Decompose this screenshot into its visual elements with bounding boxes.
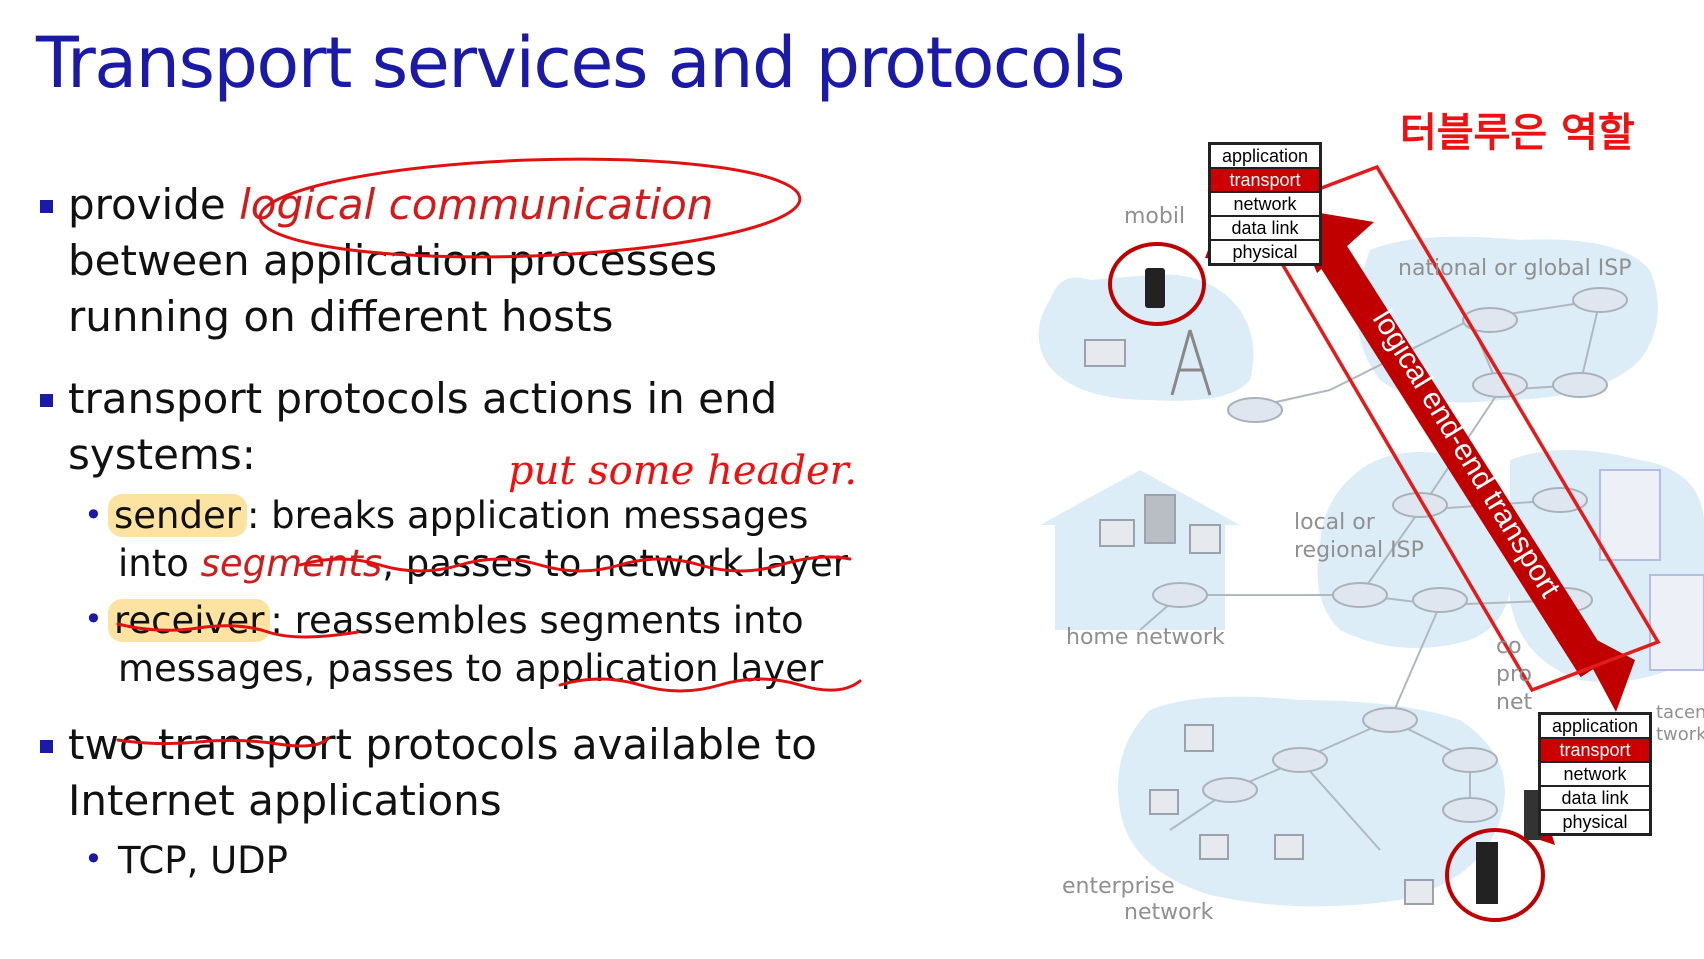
datacenter-icon bbox=[1599, 469, 1704, 671]
cell-tower-icon bbox=[1170, 329, 1212, 396]
stack-layer-application: application bbox=[1541, 715, 1649, 739]
label-enterprise-1: enterprise bbox=[1062, 874, 1175, 899]
receiver-line-2: messages, passes to application layer bbox=[118, 647, 824, 690]
label-local-isp-1: local or bbox=[1294, 510, 1375, 535]
stack-layer-network: network bbox=[1541, 763, 1649, 787]
bullet-2-line-1: transport protocols actions in end bbox=[68, 374, 778, 423]
bullet-2-line-2: systems: bbox=[68, 430, 256, 479]
label-home-network: home network bbox=[1066, 625, 1225, 650]
stack-layer-physical: physical bbox=[1232, 242, 1298, 262]
bullet-3-line-1: two transport protocols available to bbox=[68, 720, 817, 769]
phone-icon bbox=[1145, 268, 1165, 308]
stack-layer-data-link: data link bbox=[1541, 787, 1649, 811]
logical-communication-emphasis: logical communication bbox=[239, 180, 714, 229]
receiver-highlight: receiver bbox=[108, 599, 271, 642]
sender-line-2-pre: into bbox=[118, 542, 201, 585]
bullet-marker bbox=[40, 394, 53, 407]
korean-annotation: 터블루은 역할 bbox=[1400, 110, 1635, 156]
logical-communication-circle bbox=[258, 157, 802, 259]
server-icon bbox=[1476, 842, 1498, 904]
label-enterprise-2: network bbox=[1124, 900, 1214, 925]
label-content-1: co bbox=[1496, 634, 1522, 659]
label-local-isp-2: regional ISP bbox=[1294, 538, 1424, 563]
bullet-marker bbox=[40, 200, 53, 213]
protocol-stack-top: application transport network data link … bbox=[1208, 142, 1322, 266]
protocol-stack-bottom: application transport network data link … bbox=[1538, 712, 1652, 836]
header-note: put some header. bbox=[508, 448, 858, 494]
label-mobile: mobil bbox=[1124, 204, 1186, 229]
arrow-annotation-box bbox=[1250, 164, 1661, 693]
label-datacenter-2: twork bbox=[1656, 724, 1704, 745]
host-icons bbox=[1084, 339, 1434, 905]
stack-layer-application: application bbox=[1211, 145, 1319, 169]
label-content-3: net bbox=[1496, 690, 1533, 715]
bullet-1-text: provide bbox=[68, 180, 240, 229]
phone-highlight-circle bbox=[1108, 242, 1206, 326]
stack-layer-network: network bbox=[1211, 193, 1319, 217]
stack-layer-transport: transport bbox=[1211, 169, 1319, 193]
sub-bullet-dot: • bbox=[84, 496, 103, 534]
bullet-1-line-3: running on different hosts bbox=[68, 292, 614, 341]
sender-line-2: into segments, passes to network layer bbox=[118, 545, 848, 582]
receiver-text: : reassembles segments into bbox=[270, 599, 804, 642]
sub-bullet-dot: • bbox=[84, 840, 103, 878]
page-title: Transport services and protocols bbox=[36, 22, 1126, 104]
label-national-isp: national or global ISP bbox=[1398, 256, 1632, 281]
segments-emphasis: segments bbox=[200, 542, 383, 585]
stack-layer-physical: physical bbox=[1562, 812, 1628, 832]
sender-line-1: sender: breaks application messages bbox=[108, 494, 809, 537]
stack-layer-transport: transport bbox=[1541, 739, 1649, 763]
bullet-1-line-2: between application processes bbox=[68, 236, 718, 285]
receiver-line-1: receiver: reassembles segments into bbox=[108, 599, 804, 642]
bullet-marker bbox=[40, 740, 53, 753]
sender-text: : breaks application messages bbox=[246, 494, 809, 537]
sender-highlight: sender bbox=[108, 494, 247, 537]
bullet-3-line-2: Internet applications bbox=[68, 776, 502, 825]
tcp-udp: TCP, UDP bbox=[118, 839, 288, 882]
stack-layer-data-link: data link bbox=[1211, 217, 1319, 241]
sub-bullet-dot: • bbox=[84, 600, 103, 638]
label-content-2: pro bbox=[1496, 662, 1532, 687]
server-highlight-circle bbox=[1445, 828, 1545, 922]
bullet-1-line-1: provide logical communication bbox=[68, 184, 713, 226]
handwritten-underlines bbox=[116, 555, 862, 748]
routers bbox=[1152, 287, 1628, 823]
